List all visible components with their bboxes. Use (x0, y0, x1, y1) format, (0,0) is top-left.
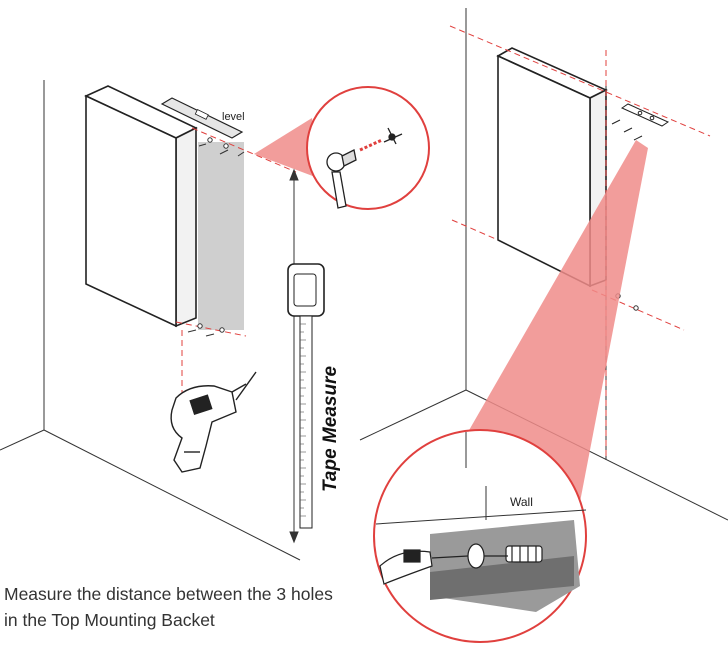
top-mounting-bracket (611, 103, 670, 141)
drill-tip-icon (379, 549, 469, 585)
caption-line-1: Measure the distance between the 3 holes (4, 584, 333, 604)
screw-zoom-circle (306, 86, 430, 210)
tape-measure-label: Tape Measure (320, 366, 341, 492)
left-room-corner (0, 80, 301, 561)
caption-line-2: in the Top Mounting Backet (4, 610, 215, 630)
wall-anchor-icon (467, 543, 543, 569)
drill-icon (170, 371, 257, 473)
wall-drill-area (198, 142, 244, 330)
wall-anchor-zoom-circle: Wall (373, 429, 587, 643)
zoom-cone-right (468, 140, 648, 502)
tape-measure-icon: Tape Measure (287, 263, 341, 529)
level-label: level (222, 111, 245, 123)
screw-icon (326, 127, 403, 209)
wall-label: Wall (510, 495, 533, 509)
zoom-cone-left (254, 118, 318, 178)
top-screw-markers (198, 137, 245, 157)
left-cabinet (84, 85, 198, 328)
height-dimension-line (289, 168, 299, 544)
level-icon: level (160, 97, 245, 139)
bottom-screw-markers (187, 323, 225, 337)
